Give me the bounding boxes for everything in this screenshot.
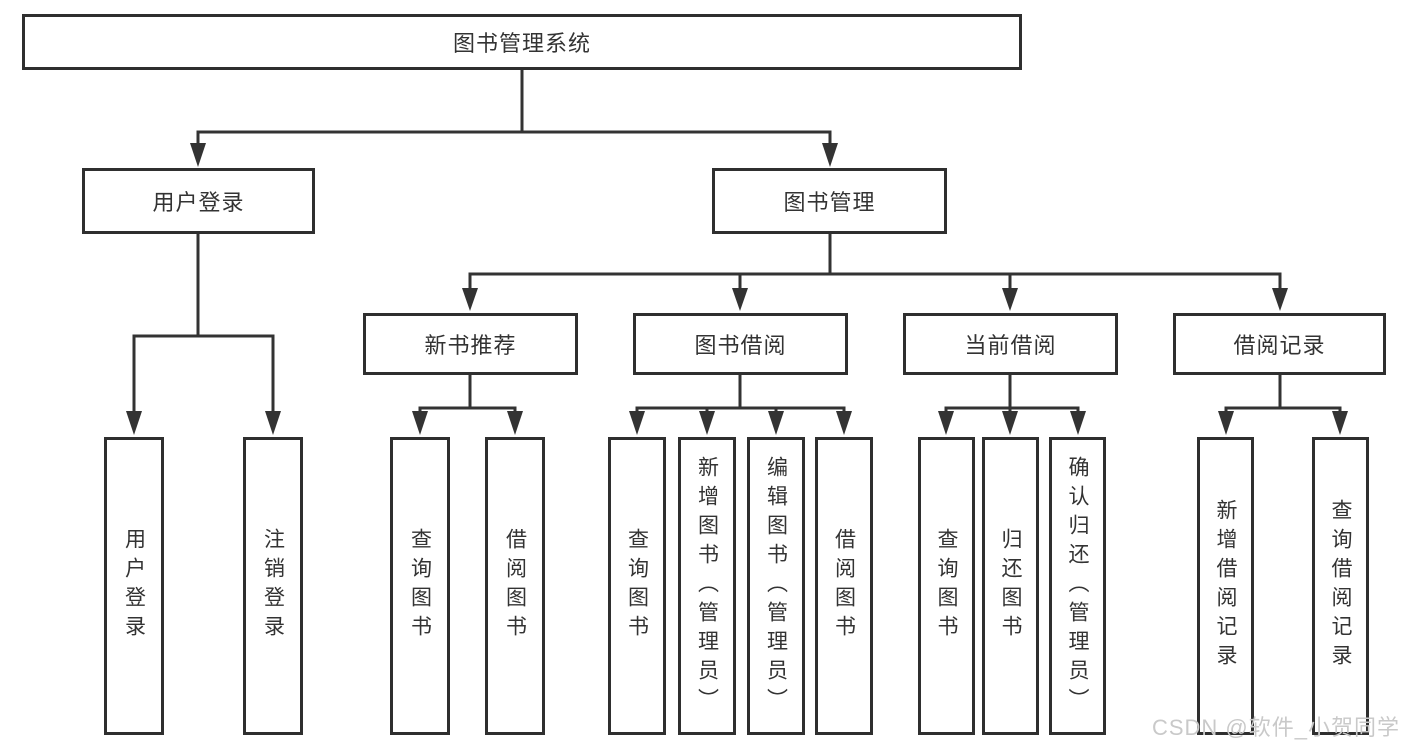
leaf-add-borrow-record: 新增借阅记录 xyxy=(1197,437,1254,735)
node-borrow-records: 借阅记录 xyxy=(1173,313,1386,375)
connector-currentborrow-to-leaves xyxy=(944,374,1080,413)
connector-userlogin-to-leaves xyxy=(132,233,275,413)
leaf-label: 用户登录 xyxy=(122,528,146,644)
node-current-borrow: 当前借阅 xyxy=(903,313,1118,375)
arrowhead xyxy=(190,143,206,167)
leaf-label: 新增借阅记录 xyxy=(1214,499,1237,673)
node-label: 新书推荐 xyxy=(424,333,517,358)
arrowhead xyxy=(629,411,645,435)
leaf-borrow-books: 借阅图书 xyxy=(815,437,873,735)
arrowhead xyxy=(938,411,954,435)
arrowhead xyxy=(462,288,478,311)
node-book-borrow: 图书借阅 xyxy=(633,313,848,375)
leaf-label: 新增图书（管理员） xyxy=(695,455,719,717)
node-label: 当前借阅 xyxy=(964,333,1057,358)
arrowhead xyxy=(507,411,523,435)
arrowhead xyxy=(1218,411,1234,435)
leaf-label: 查询借阅记录 xyxy=(1329,499,1352,673)
node-book-management: 图书管理 xyxy=(712,168,947,234)
leaf-logout: 注销登录 xyxy=(243,437,303,735)
leaf-label: 确认归还（管理员） xyxy=(1066,455,1089,717)
leaf-add-books-admin: 新增图书（管理员） xyxy=(678,437,736,735)
leaf-query-books: 查询图书 xyxy=(390,437,450,735)
node-user-login: 用户登录 xyxy=(82,168,315,234)
connector-root-to-level2 xyxy=(196,69,832,146)
node-root-system: 图书管理系统 xyxy=(22,14,1022,70)
arrowhead xyxy=(822,143,838,167)
arrowhead xyxy=(126,411,142,435)
arrowhead xyxy=(412,411,428,435)
leaf-query-books: 查询图书 xyxy=(918,437,975,735)
node-label: 图书借阅 xyxy=(694,333,787,358)
leaf-borrow-books: 借阅图书 xyxy=(485,437,545,735)
leaf-return-books: 归还图书 xyxy=(982,437,1039,735)
node-new-book-recommend: 新书推荐 xyxy=(363,313,578,375)
leaf-label: 注销登录 xyxy=(261,528,285,644)
arrowhead xyxy=(265,411,281,435)
connector-bookmgmt-to-level3 xyxy=(468,233,1282,290)
leaf-query-borrow-record: 查询借阅记录 xyxy=(1312,437,1369,735)
connector-bookborrow-to-leaves xyxy=(635,374,846,413)
leaf-label: 查询图书 xyxy=(935,528,958,644)
arrowhead xyxy=(1002,288,1018,311)
csdn-watermark: CSDN @软件_小贺同学 xyxy=(1151,715,1400,740)
arrowhead xyxy=(732,288,748,311)
connector-newbook-to-leaves xyxy=(418,374,517,413)
arrowhead xyxy=(1272,288,1288,311)
node-label: 借阅记录 xyxy=(1233,333,1326,358)
connector-borrowrecords-to-leaves xyxy=(1224,374,1342,413)
arrowhead xyxy=(768,411,784,435)
leaf-label: 编辑图书（管理员） xyxy=(764,455,788,717)
leaf-edit-books-admin: 编辑图书（管理员） xyxy=(747,437,805,735)
leaf-confirm-return-admin: 确认归还（管理员） xyxy=(1049,437,1106,735)
node-label: 图书管理 xyxy=(783,190,876,215)
leaf-label: 借阅图书 xyxy=(503,528,527,644)
arrowhead xyxy=(699,411,715,435)
leaf-label: 归还图书 xyxy=(999,528,1022,644)
leaf-label: 查询图书 xyxy=(625,528,649,644)
arrowhead xyxy=(1332,411,1348,435)
leaf-label: 查询图书 xyxy=(408,528,432,644)
leaf-query-books: 查询图书 xyxy=(608,437,666,735)
leaf-label: 借阅图书 xyxy=(832,528,856,644)
leaf-user-login: 用户登录 xyxy=(104,437,164,735)
arrowhead xyxy=(1002,411,1018,435)
node-label: 图书管理系统 xyxy=(452,31,591,56)
arrowhead xyxy=(836,411,852,435)
arrowhead xyxy=(1070,411,1086,435)
node-label: 用户登录 xyxy=(152,190,245,215)
